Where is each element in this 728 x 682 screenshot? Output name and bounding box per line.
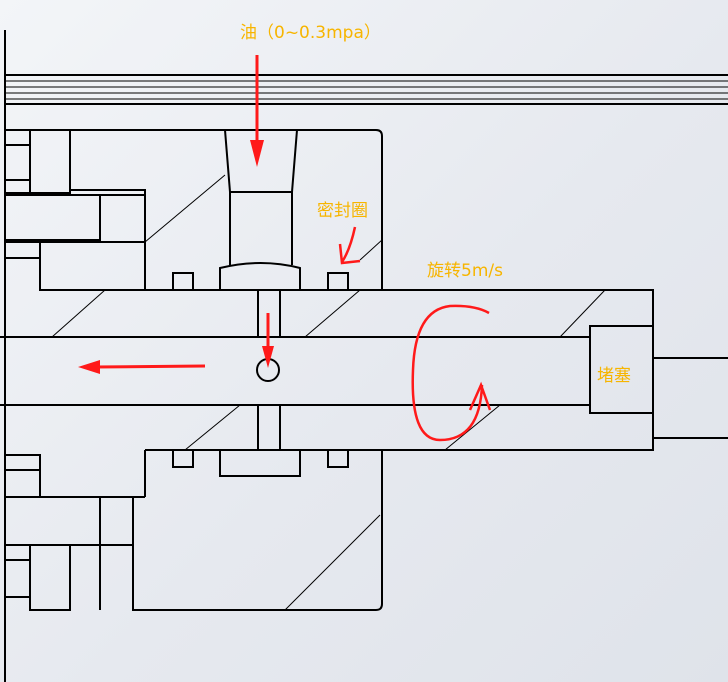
seal-label: 密封圈 [317,201,368,221]
oil-inlet-arrow [250,55,264,167]
flow-direction-arrow [78,360,206,374]
oil-channel-arrow [262,313,274,368]
mechanical-outline [0,30,728,682]
annotation-arrows [78,55,492,442]
rotation-arrow [411,304,492,442]
rotation-speed-label: 旋转5m/s [427,261,503,281]
seal-pointer-arrow [338,226,361,265]
section-hatch [51,174,606,611]
oil-pressure-label: 油（0~0.3mpa） [240,23,381,43]
plug-label: 堵塞 [597,366,631,386]
